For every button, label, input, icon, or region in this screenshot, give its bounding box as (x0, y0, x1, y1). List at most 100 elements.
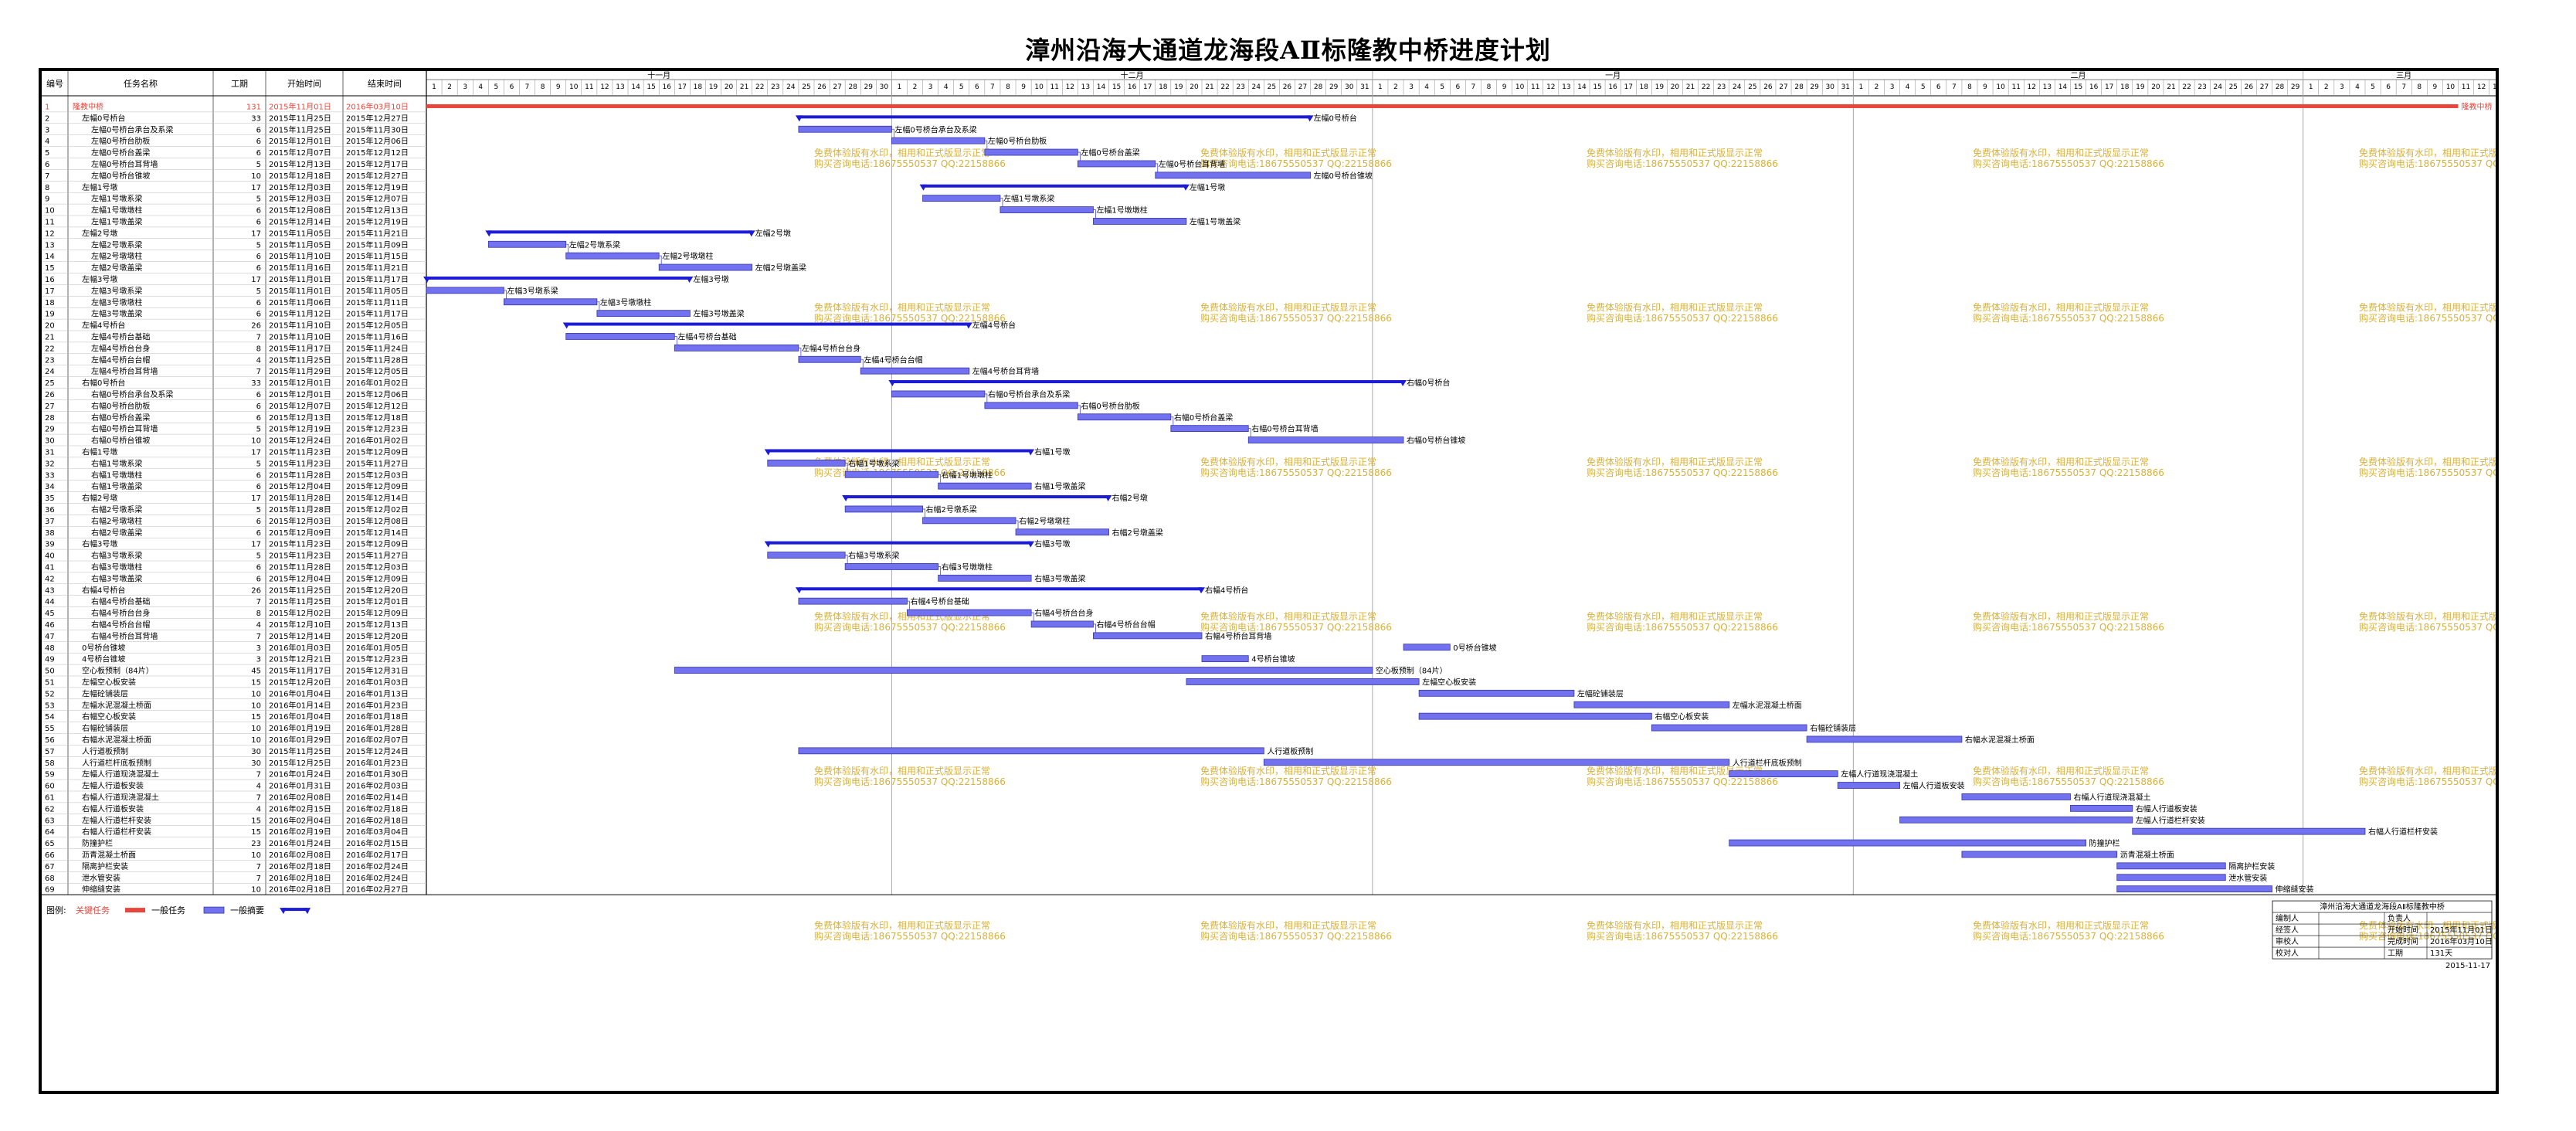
watermark-line1: 免费体验版有水印，相用和正式版显示正常 (2359, 147, 2496, 158)
task-start: 2015年11月28日 (269, 470, 331, 480)
day-tick-label: 3 (463, 83, 467, 91)
task-bar (1015, 528, 1109, 536)
day-tick-label: 23 (1717, 83, 1726, 91)
task-duration: 17 (251, 541, 261, 549)
dependency-link (845, 555, 848, 564)
bar-label: 右幅1号墩 (1034, 447, 1070, 457)
bar-label: 右幅0号桥台盖梁 (1174, 413, 1233, 423)
task-id: 12 (45, 229, 55, 238)
task-bar (1263, 759, 1730, 766)
task-id: 5 (45, 149, 49, 158)
task-finish: 2015年12月09日 (346, 481, 409, 491)
dependency-link (1016, 520, 1019, 529)
dependency-link (1155, 163, 1159, 172)
task-start: 2015年12月04日 (269, 481, 331, 491)
task-finish: 2016年01月23日 (346, 700, 409, 710)
day-tick-label: 4 (1424, 83, 1429, 91)
legend-critical-label: 关键任务 (76, 905, 110, 915)
task-start: 2015年12月24日 (269, 436, 331, 446)
task-bar (674, 344, 799, 352)
task-finish: 2015年11月16日 (346, 331, 409, 341)
bar-label: 右幅2号墩盖梁 (1112, 528, 1163, 538)
day-tick-label: 15 (1593, 83, 1601, 91)
watermark-line2: 购买咨询电话:18675550537 QQ:22158866 (814, 312, 1006, 324)
task-finish: 2016年01月02日 (346, 378, 409, 388)
summary-bar-end-cap (1198, 587, 1205, 594)
watermark-line1: 免费体验版有水印，相用和正式版显示正常 (814, 301, 990, 313)
task-finish: 2015年12月06日 (346, 136, 409, 146)
bar-label: 左幅水泥混凝土桥面 (1733, 700, 1802, 710)
task-bar (1186, 678, 1420, 685)
task-duration: 15 (251, 713, 261, 722)
task-bar (504, 298, 598, 306)
task-name: 人行道板预制 (82, 746, 128, 756)
task-duration: 33 (251, 379, 261, 388)
day-tick-label: 29 (2291, 83, 2300, 91)
task-finish: 2016年02月18日 (346, 815, 409, 825)
task-finish: 2015年11月27日 (346, 551, 409, 561)
task-duration: 17 (251, 494, 261, 503)
day-tick-label: 2 (447, 83, 452, 91)
task-bar (922, 517, 1016, 525)
task-name: 左幅0号桥台 (82, 113, 125, 123)
watermark-line2: 购买咨询电话:18675550537 QQ:22158866 (1973, 930, 2164, 942)
watermark-line2: 购买咨询电话:18675550537 QQ:22158866 (1973, 158, 2164, 169)
day-tick-label: 21 (740, 83, 748, 91)
task-duration: 6 (256, 414, 261, 423)
day-tick-label: 17 (1143, 83, 1152, 91)
day-tick-label: 12 (2477, 83, 2486, 91)
legend-normal-swatch (203, 906, 225, 914)
day-tick-label: 17 (1624, 83, 1632, 91)
bar-label: 左幅1号墩墩柱 (1096, 205, 1147, 216)
task-id: 7 (45, 172, 49, 181)
watermark-line2: 购买咨询电话:18675550537 QQ:22158866 (1587, 312, 1778, 324)
info-cell: 工期 (2388, 949, 2403, 958)
task-bar (1030, 620, 1094, 628)
task-id: 69 (45, 886, 55, 895)
task-start: 2015年11月25日 (269, 355, 331, 365)
task-finish: 2015年12月12日 (346, 148, 409, 158)
task-finish: 2016年02月18日 (346, 803, 409, 813)
bar-label: 伸缩缝安装 (2276, 885, 2314, 895)
bar-label: 左幅0号桥台 (1314, 113, 1357, 123)
task-duration: 5 (256, 426, 261, 434)
task-name: 右幅4号桥台台帽 (91, 620, 150, 630)
task-duration: 6 (256, 471, 261, 480)
task-duration: 5 (256, 161, 261, 169)
task-duration: 6 (256, 483, 261, 491)
task-duration: 7 (256, 875, 261, 883)
info-cell: 2016年03月10日 (2430, 936, 2493, 946)
info-cell: 开始时间 (2388, 925, 2418, 935)
day-tick-label: 22 (2182, 83, 2191, 91)
day-tick-label: 7 (1952, 83, 1957, 91)
watermark-line2: 购买咨询电话:18675550537 QQ:22158866 (1587, 158, 1778, 169)
day-tick-label: 28 (2276, 83, 2285, 91)
day-tick-label: 13 (1562, 83, 1570, 91)
dependency-link (1170, 416, 1174, 426)
task-name: 左幅1号墩 (82, 182, 117, 192)
task-name: 右幅2号墩盖梁 (91, 528, 142, 538)
day-tick-label: 6 (975, 83, 979, 91)
day-tick-label: 15 (1112, 83, 1121, 91)
day-tick-label: 1 (1378, 83, 1383, 91)
watermark-line2: 购买咨询电话:18675550537 QQ:22158866 (2359, 776, 2496, 787)
task-duration: 3 (256, 644, 261, 653)
day-tick-label: 10 (569, 83, 579, 91)
task-duration: 7 (256, 793, 261, 802)
task-id: 62 (45, 805, 55, 813)
day-tick-label: 20 (1190, 83, 1199, 91)
watermark-line2: 购买咨询电话:18675550537 QQ:22158866 (1973, 312, 2164, 324)
task-finish: 2015年12月09日 (346, 447, 409, 457)
task-start: 2015年11月17日 (269, 343, 331, 353)
bar-label: 4号桥台锥坡 (1251, 654, 1295, 664)
task-finish: 2016年02月24日 (346, 873, 409, 883)
task-start: 2015年12月21日 (269, 654, 331, 664)
day-tick-label: 12 (1066, 83, 1074, 91)
info-cell: 审校人 (2276, 936, 2299, 946)
dependency-link (984, 393, 988, 402)
bar-label: 右幅水泥混凝土桥面 (1965, 735, 2035, 745)
task-name: 左幅2号墩盖梁 (91, 263, 142, 273)
day-tick-label: 20 (725, 83, 734, 91)
watermark-line2: 购买咨询电话:18675550537 QQ:22158866 (1973, 621, 2164, 633)
task-bar (2116, 885, 2272, 893)
